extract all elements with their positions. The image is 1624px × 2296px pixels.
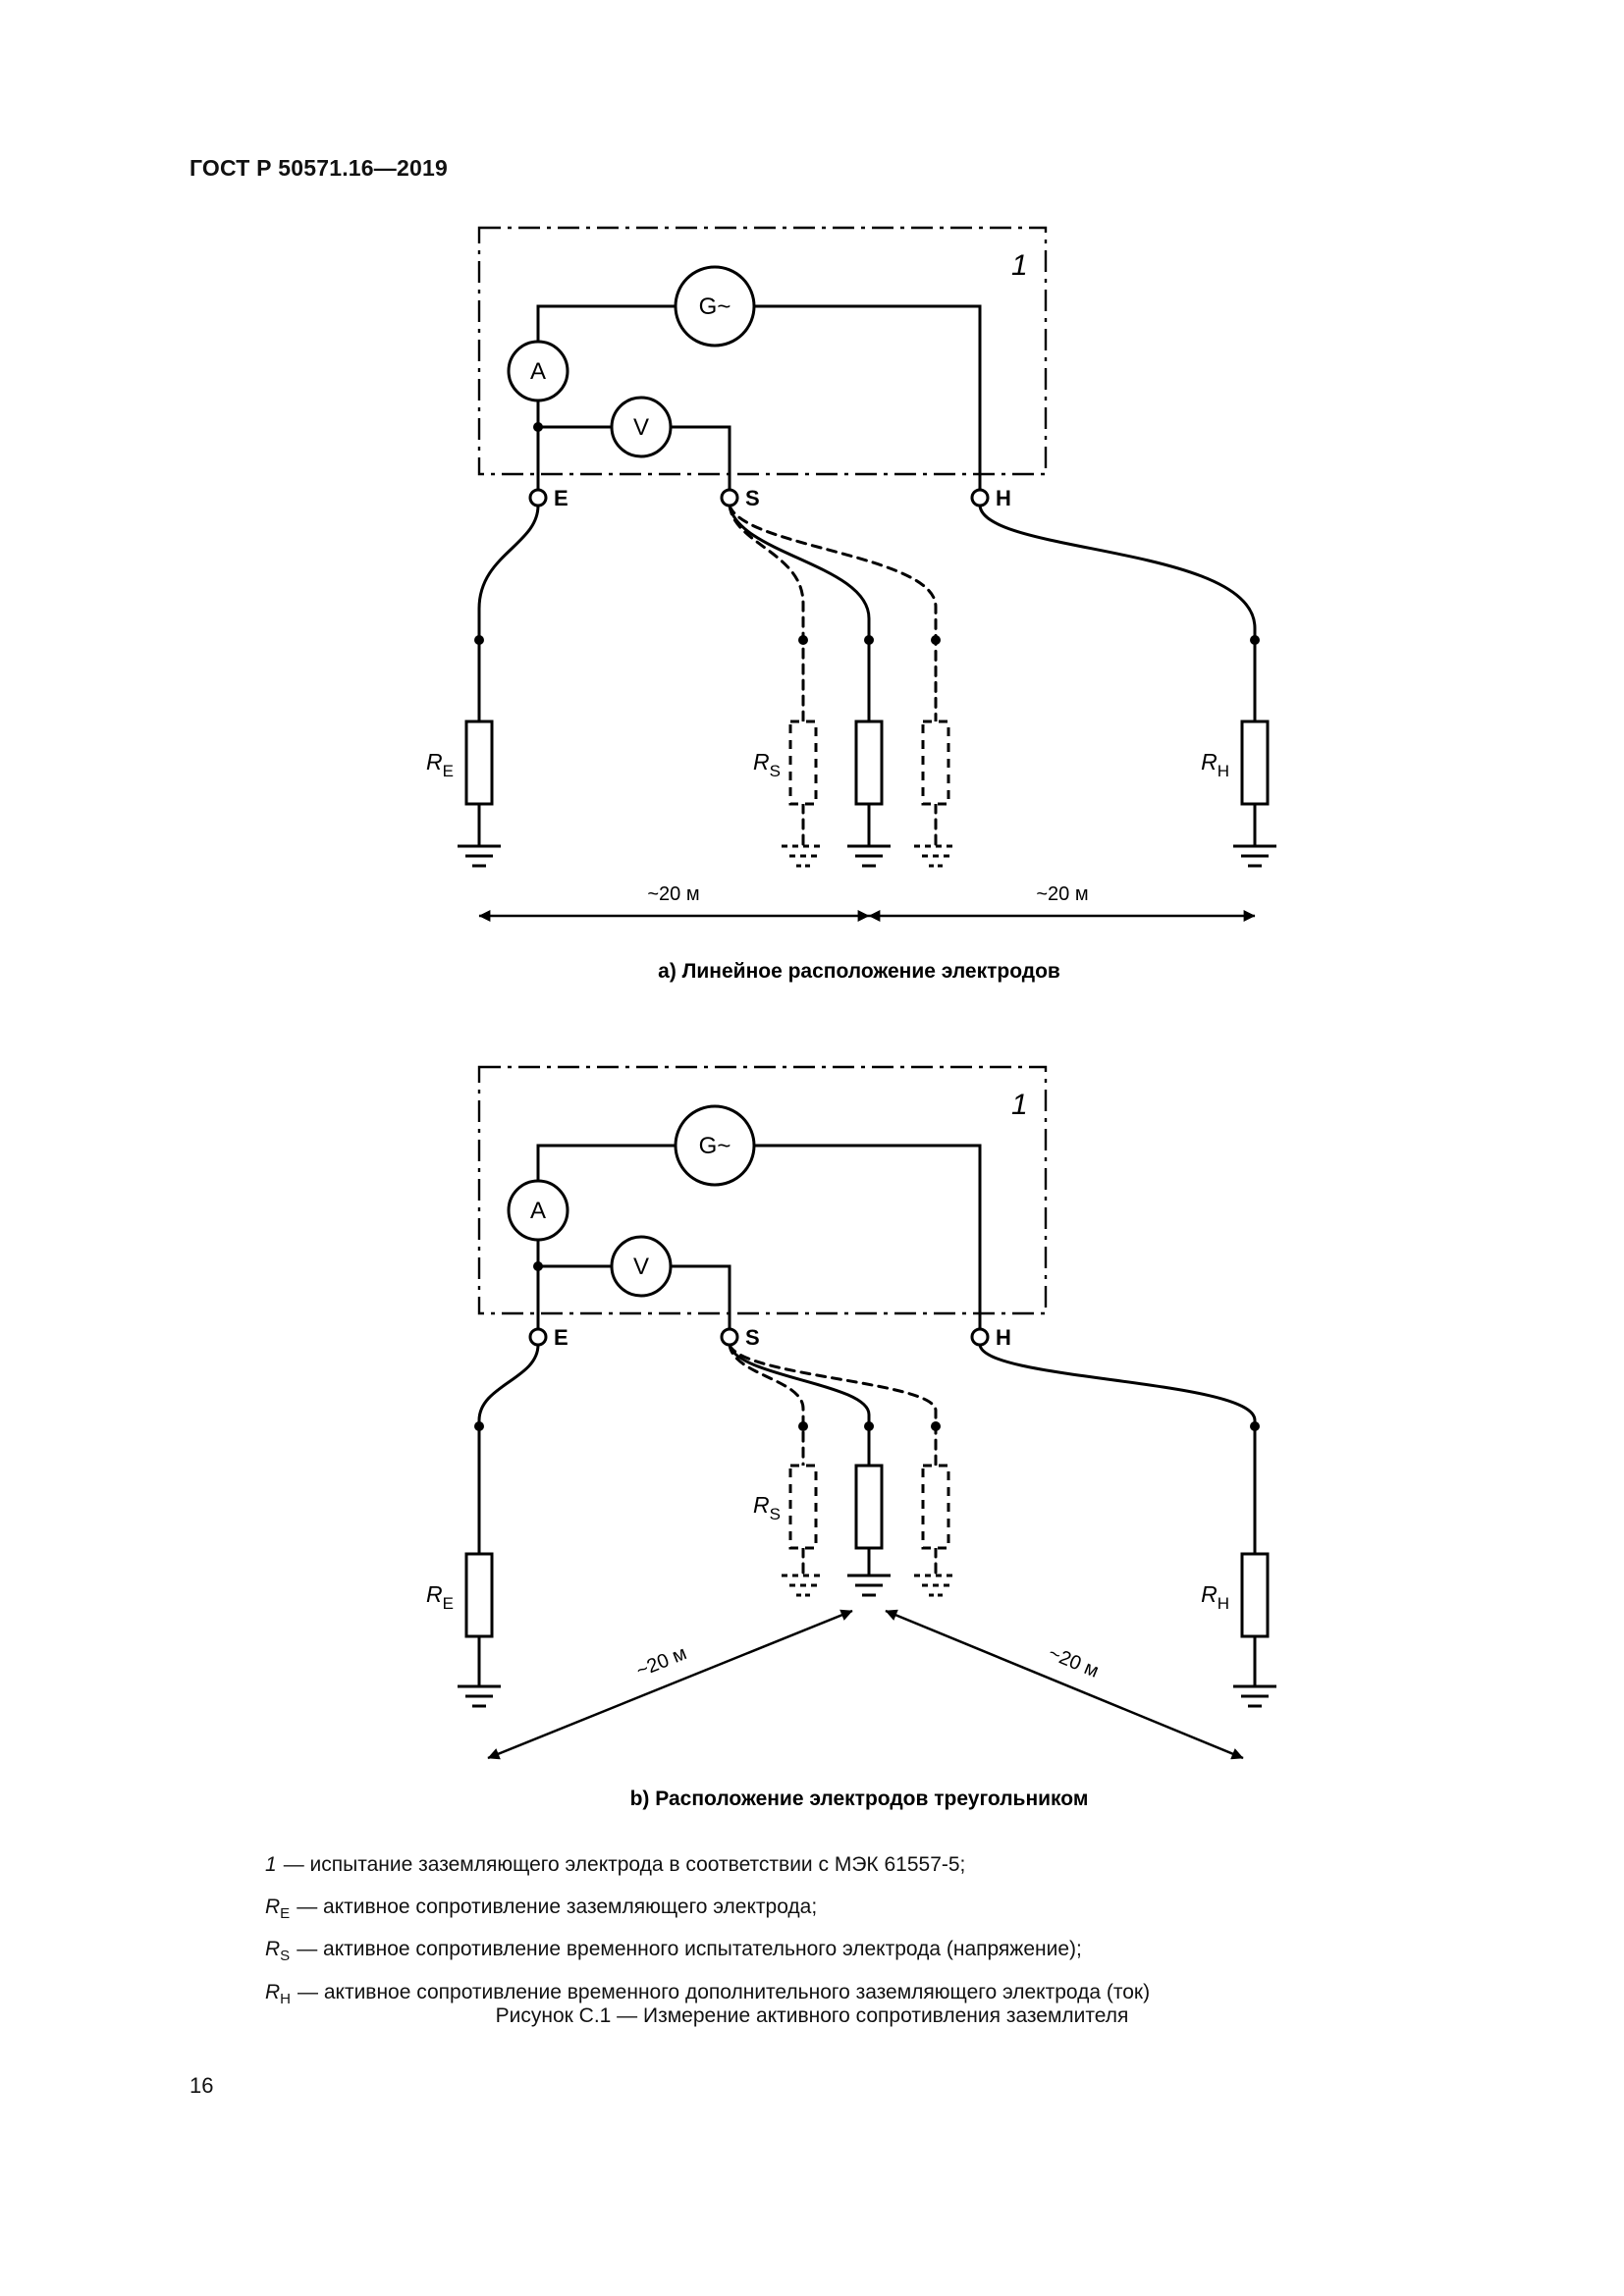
legend-item-1: 1 — испытание заземляющего электрода в со… (265, 1847, 1483, 1890)
resistor-rh-label: RH (1201, 749, 1229, 780)
terminal-s (720, 1327, 739, 1347)
voltmeter-symbol (610, 396, 673, 458)
generator-symbol (674, 265, 756, 347)
alternative-probe-leads (728, 504, 938, 848)
document-header: ГОСТ Р 50571.16—2019 (189, 155, 448, 181)
voltmeter-symbol (610, 1235, 673, 1298)
resistor-rs (854, 720, 884, 806)
distance-arrow-right (885, 1609, 1244, 1760)
distance-label-left: ~20 м (647, 883, 699, 905)
distance-label-right: ~20 м (1036, 883, 1088, 905)
resistor-rs-alt-left (788, 720, 818, 806)
electrode-leads (477, 1343, 1257, 1688)
terminal-s-label: S (745, 486, 760, 510)
legend-text: — активное сопротивление временного допо… (298, 1980, 1151, 2003)
junction-dot (533, 1261, 543, 1271)
test-instrument-box (477, 226, 1048, 476)
connection-dots (474, 635, 1260, 645)
legend-text: — испытание заземляющего электрода в соо… (283, 1853, 966, 1876)
ground-symbol-s-alt-left (780, 1574, 827, 1597)
resistor-rs-alt-left (788, 1464, 818, 1550)
terminal-e (528, 1327, 548, 1347)
resistor-rh-label: RH (1201, 1581, 1229, 1613)
terminal-e (528, 488, 548, 507)
legend-text: — активное сопротивление заземляющего эл… (297, 1896, 818, 1919)
ammeter-symbol (507, 1179, 569, 1242)
terminal-h (970, 1327, 990, 1347)
terminal-h-label: H (996, 1325, 1011, 1350)
terminal-e-label: E (554, 1325, 568, 1350)
subcaption-a: а) Линейное расположение электродов (658, 960, 1060, 983)
ground-symbol-h (1231, 844, 1278, 868)
generator-label: G~ (699, 294, 731, 320)
ground-symbol-s (845, 844, 893, 868)
figure-legend: 1 — испытание заземляющего электрода в со… (265, 1847, 1483, 2017)
legend-key: R (265, 1938, 281, 1961)
instrument-wires (536, 304, 982, 492)
diagram-a-linear-arrangement: 1 G~ A V E S H (426, 226, 1278, 983)
resistor-re (464, 1552, 494, 1638)
resistor-rs-label: RS (753, 749, 781, 780)
ground-symbol-e (456, 1684, 503, 1708)
legend-text: — активное сопротивление временного испы… (297, 1938, 1082, 1961)
ammeter-label: A (530, 1198, 546, 1224)
test-instrument-box (477, 1065, 1048, 1315)
legend-item-re: RE— активное сопротивление заземляющего … (265, 1896, 818, 1923)
legend-item-rh: RH— активное сопротивление временного до… (265, 1980, 1151, 2007)
ground-symbol-h (1231, 1684, 1278, 1708)
ammeter-symbol (507, 340, 569, 402)
ground-symbol-s-alt-left (780, 844, 827, 868)
instrument-wires (536, 1144, 982, 1331)
electrode-leads (477, 504, 1257, 848)
terminal-e-label: E (554, 486, 568, 510)
ground-symbol-e (456, 844, 503, 868)
subcaption-b: b) Расположение электродов треугольником (630, 1788, 1089, 1810)
legend-key: R (265, 1980, 281, 2003)
voltmeter-label: V (633, 414, 649, 441)
generator-label: G~ (699, 1133, 731, 1159)
page-number: 16 (189, 2073, 214, 2098)
connection-dots (474, 1421, 1260, 1431)
legend-key: 1 (265, 1853, 277, 1876)
distance-label-left: ~20 м (633, 1642, 690, 1682)
alternative-probe-leads (728, 1343, 938, 1577)
legend-item-rs: RS— активное сопротивление временного ис… (265, 1938, 1082, 1965)
resistor-rs-label: RS (753, 1492, 781, 1523)
terminal-s (720, 488, 739, 507)
figure-caption: Рисунок С.1 — Измерение активного сопрот… (495, 2004, 1129, 2027)
resistor-rs (854, 1464, 884, 1550)
generator-symbol (674, 1104, 756, 1187)
resistor-re (464, 720, 494, 806)
ground-symbol-s-alt-right (912, 844, 959, 868)
resistor-rs-alt-right (921, 720, 950, 806)
legend-key: R (265, 1896, 281, 1919)
diagram-b-triangle-arrangement: 1 G~ A V E S H (426, 1065, 1278, 1810)
distance-label-right: ~20 м (1045, 1642, 1102, 1682)
resistor-rs-alt-right (921, 1464, 950, 1550)
distance-arrow-left (487, 1609, 853, 1760)
terminal-s-label: S (745, 1325, 760, 1350)
box-number-label: 1 (1011, 249, 1028, 282)
resistor-re-label: RE (426, 1581, 454, 1613)
terminal-h (970, 488, 990, 507)
box-number-label: 1 (1011, 1089, 1028, 1121)
ground-symbol-s-alt-right (912, 1574, 959, 1597)
resistor-rh (1240, 1552, 1270, 1638)
voltmeter-label: V (633, 1254, 649, 1280)
resistor-re-label: RE (426, 749, 454, 780)
resistor-rh (1240, 720, 1270, 806)
junction-dot (533, 422, 543, 432)
terminal-h-label: H (996, 486, 1011, 510)
ground-symbol-s (845, 1574, 893, 1597)
ammeter-label: A (530, 358, 546, 385)
